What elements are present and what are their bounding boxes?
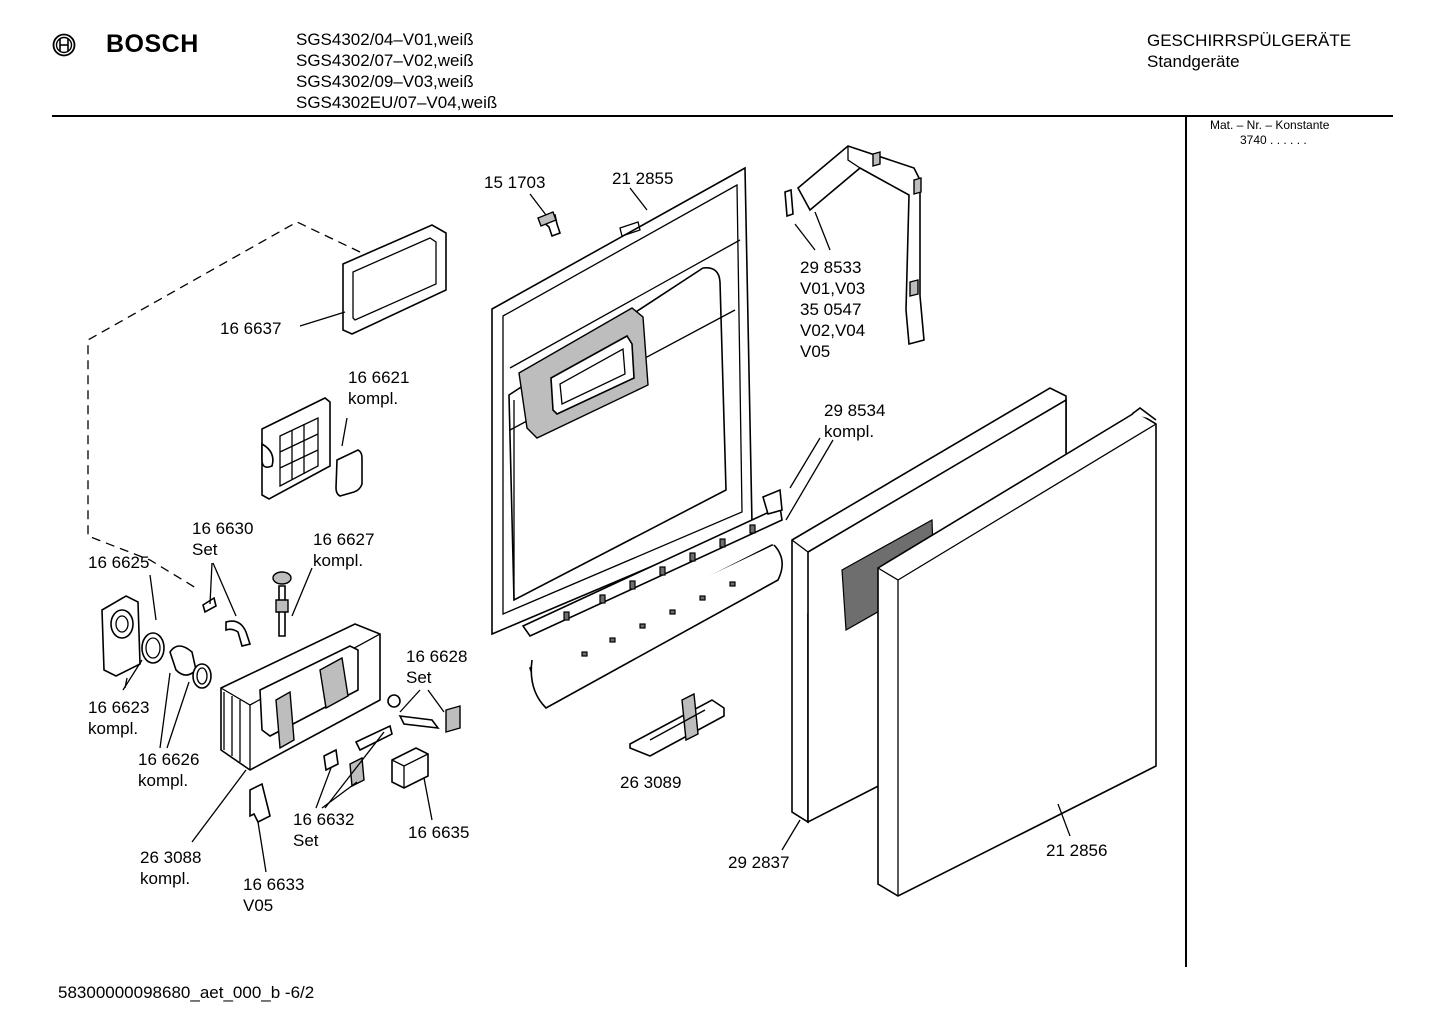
label-16-6621: 16 6621 [348, 368, 409, 387]
bosch-logo: BOSCH [52, 30, 199, 59]
label-35-0547: 35 0547 [800, 300, 861, 319]
micro-switch [391, 747, 429, 789]
label-26-3089: 26 3089 [620, 773, 681, 792]
category-title: GESCHIRRSPÜLGERÄTE [1147, 31, 1352, 50]
seal-ring-inner [145, 637, 161, 659]
label-16-6627-kompl: kompl. [313, 551, 363, 570]
side-bracket [784, 145, 925, 346]
label-16-6637: 16 6637 [220, 319, 281, 338]
label-16-6633-v05: V05 [243, 896, 273, 915]
label-v05: V05 [800, 342, 830, 361]
label-16-6623-kompl: kompl. [88, 719, 138, 738]
label-16-6628: 16 6628 [406, 647, 467, 666]
door-latch [629, 692, 725, 757]
label-15-1703: 15 1703 [484, 173, 545, 192]
model-list: SGS4302/04–V01,weiß SGS4302/07–V02,weiß … [296, 29, 497, 113]
label-21-2856: 21 2856 [1046, 841, 1107, 860]
matnr-label: Mat. – Nr. – Konstante [1210, 118, 1330, 132]
matnr-value: 3740 . . . . . . [1240, 133, 1307, 147]
label-29-8533-variant: V01,V03 [800, 279, 865, 298]
switch-knob [101, 595, 141, 677]
spring-clip-set [323, 724, 393, 788]
label-16-6623: 16 6623 [88, 698, 149, 717]
assembly-dashed-line [87, 221, 361, 589]
brand-name: BOSCH [106, 30, 199, 58]
model-line: SGS4302/07–V02,weiß [296, 51, 474, 70]
label-16-6628-set: Set [406, 668, 432, 687]
seal-ring [141, 632, 165, 664]
label-26-3088-kompl: kompl. [140, 869, 190, 888]
label-16-6630-set: Set [192, 540, 218, 559]
seal-frame [342, 224, 447, 335]
label-16-6621-kompl: kompl. [348, 389, 398, 408]
label-26-3088: 26 3088 [140, 848, 201, 867]
model-line: SGS4302EU/07–V04,weiß [296, 93, 498, 112]
label-29-8534: 29 8534 [824, 401, 885, 420]
lever-set [387, 694, 461, 733]
label-16-6630: 16 6630 [192, 519, 253, 538]
inner-door-panel [491, 166, 753, 636]
actuator-rod [272, 571, 292, 637]
label-29-8533: 29 8533 [800, 258, 861, 277]
label-35-0547-variant: V02,V04 [800, 321, 865, 340]
model-line: SGS4302/09–V03,weiß [296, 72, 474, 91]
label-29-8534-kompl: kompl. [824, 422, 874, 441]
label-29-2837: 29 2837 [728, 853, 789, 872]
label-16-6633: 16 6633 [243, 875, 304, 894]
bosch-armature-icon [52, 33, 76, 56]
category-block: GESCHIRRSPÜLGERÄTE Standgeräte [1147, 30, 1351, 72]
material-number-block: Mat. – Nr. – Konstante 3740 . . . . . . [1210, 118, 1329, 148]
label-16-6625: 16 6625 [88, 553, 149, 572]
control-panel-housing [220, 623, 381, 771]
bushing [169, 645, 212, 689]
label-16-6627: 16 6627 [313, 530, 374, 549]
dispenser-flap [261, 397, 363, 500]
label-16-6632: 16 6632 [293, 810, 354, 829]
model-line: SGS4302/04–V01,weiß [296, 30, 474, 49]
screw [537, 211, 562, 238]
label-21-2855: 21 2855 [612, 169, 673, 188]
outer-door [877, 407, 1157, 897]
label-16-6632-set: Set [293, 831, 319, 850]
spring-set [202, 596, 252, 647]
label-16-6626: 16 6626 [138, 750, 199, 769]
leader-lines [122, 187, 1071, 873]
document-id: 58300000098680_aet_000_b -6/2 [58, 983, 315, 1002]
door-bottom-trim [521, 488, 783, 709]
label-16-6626-kompl: kompl. [138, 771, 188, 790]
holding-clip [249, 782, 271, 824]
label-16-6635: 16 6635 [408, 823, 469, 842]
category-subtitle: Standgeräte [1147, 52, 1240, 71]
